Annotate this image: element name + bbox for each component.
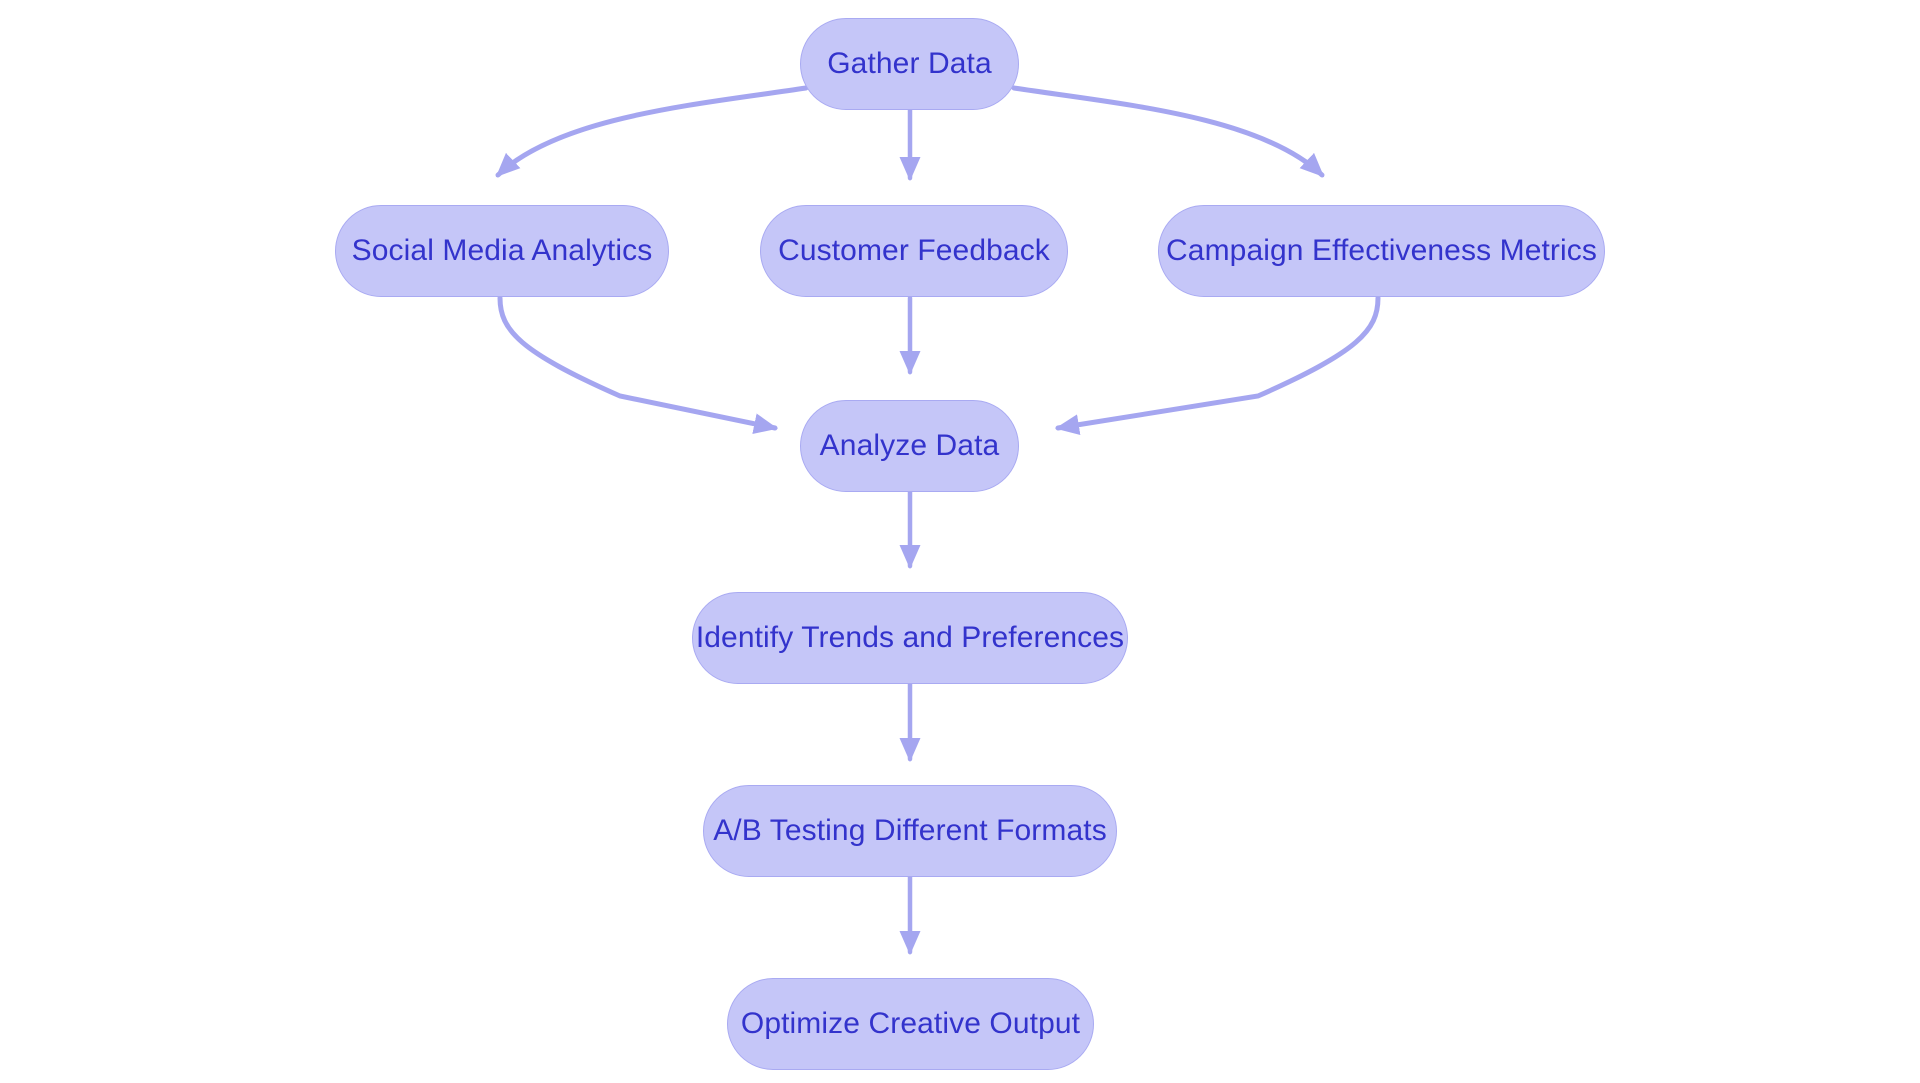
node-gather-data[interactable]: Gather Data	[800, 18, 1019, 110]
node-label-gather-data: Gather Data	[827, 47, 992, 80]
edge-campaign-to-analyze	[1055, 295, 1381, 436]
node-label-campaign-effectiveness-metrics: Campaign Effectiveness Metrics	[1166, 234, 1597, 267]
node-analyze-data[interactable]: Analyze Data	[800, 400, 1019, 492]
node-label-identify-trends-and-preferences: Identify Trends and Preferences	[695, 621, 1125, 654]
node-social-media-analytics[interactable]: Social Media Analytics	[335, 205, 669, 297]
node-optimize-creative-output[interactable]: Optimize Creative Output	[727, 978, 1094, 1070]
node-campaign-effectiveness-metrics[interactable]: Campaign Effectiveness Metrics	[1158, 205, 1605, 297]
edge-gather-to-social	[495, 85, 809, 178]
node-label-ab-testing-different-formats: A/B Testing Different Formats	[713, 814, 1107, 847]
node-ab-testing-different-formats[interactable]: A/B Testing Different Formats	[703, 785, 1117, 877]
edge-social-to-analyze	[497, 295, 778, 435]
node-label-optimize-creative-output: Optimize Creative Output	[740, 1007, 1081, 1040]
node-customer-feedback[interactable]: Customer Feedback	[760, 205, 1068, 297]
node-label-analyze-data: Analyze Data	[819, 429, 1000, 462]
node-identify-trends-and-preferences[interactable]: Identify Trends and Preferences	[692, 592, 1128, 684]
node-label-customer-feedback: Customer Feedback	[778, 234, 1050, 267]
edge-gather-to-campaign	[1011, 85, 1325, 178]
node-label-social-media-analytics: Social Media Analytics	[351, 234, 653, 267]
